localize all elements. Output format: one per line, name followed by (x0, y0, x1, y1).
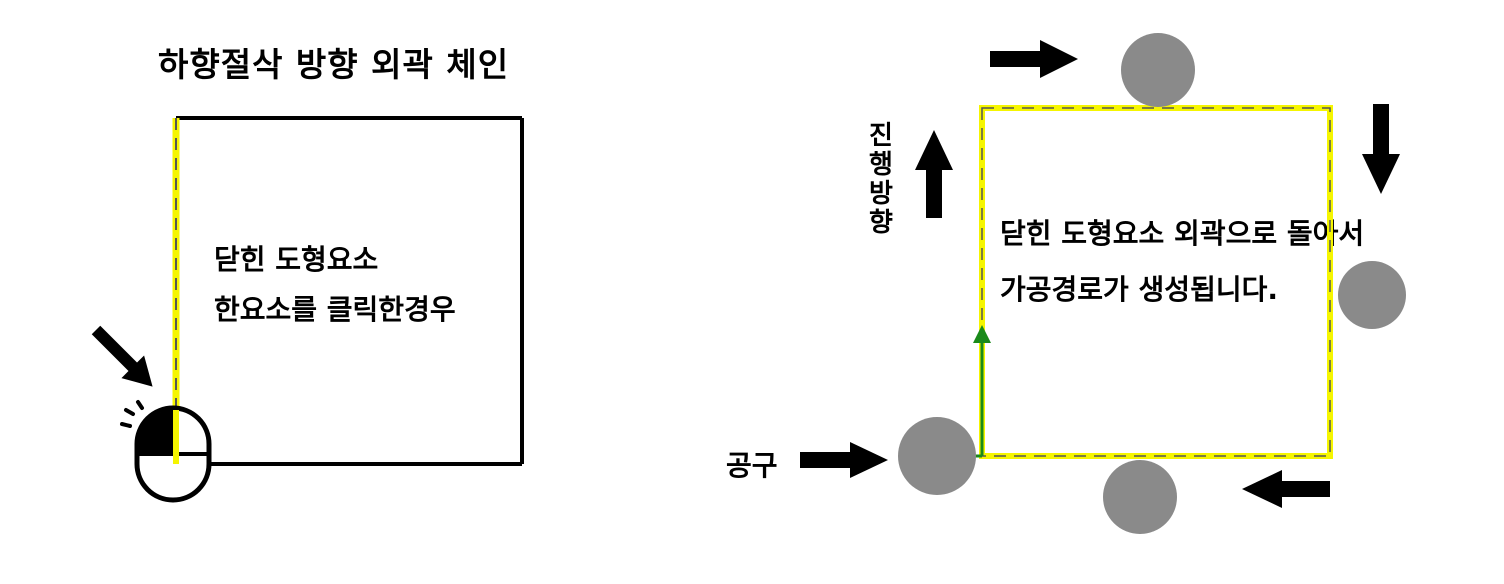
right-caption-line1: 닫힌 도형요소 외곽으로 돌아서 (1000, 217, 1365, 250)
direction-arrow-icon (1242, 470, 1330, 508)
right-caption-line2: 가공경로가 생성됩니다. (1000, 273, 1278, 306)
toolpath-rectangle (979, 105, 1333, 459)
left-title: 하향절삭 방향 외곽 체인 (158, 45, 510, 84)
tool-circle-icon (898, 417, 976, 495)
left-caption-line1: 닫힌 도형요소 (214, 243, 379, 276)
direction-label: 진 행 방 향 (866, 122, 896, 238)
tool-circle-icon (1338, 261, 1406, 329)
tool-circle-icon (1103, 460, 1177, 534)
direction-label-char: 향 (869, 208, 893, 238)
pointer-arrow-icon (91, 325, 153, 387)
left-caption-line2: 한요소를 클릭한경우 (214, 293, 456, 326)
closed-shape-left (176, 116, 524, 466)
tool-circle-icon (1121, 33, 1195, 107)
direction-label-char: 행 (869, 150, 893, 180)
direction-arrow-icon (800, 442, 888, 478)
direction-label-char: 방 (869, 179, 893, 209)
direction-arrow-icon (990, 40, 1078, 78)
mouse-left-click-icon (120, 400, 212, 503)
travel-direction-arrow-icon (915, 130, 953, 218)
direction-label-char: 진 (869, 121, 893, 151)
direction-arrow-icon (1362, 104, 1400, 194)
tool-label: 공구 (726, 449, 778, 482)
